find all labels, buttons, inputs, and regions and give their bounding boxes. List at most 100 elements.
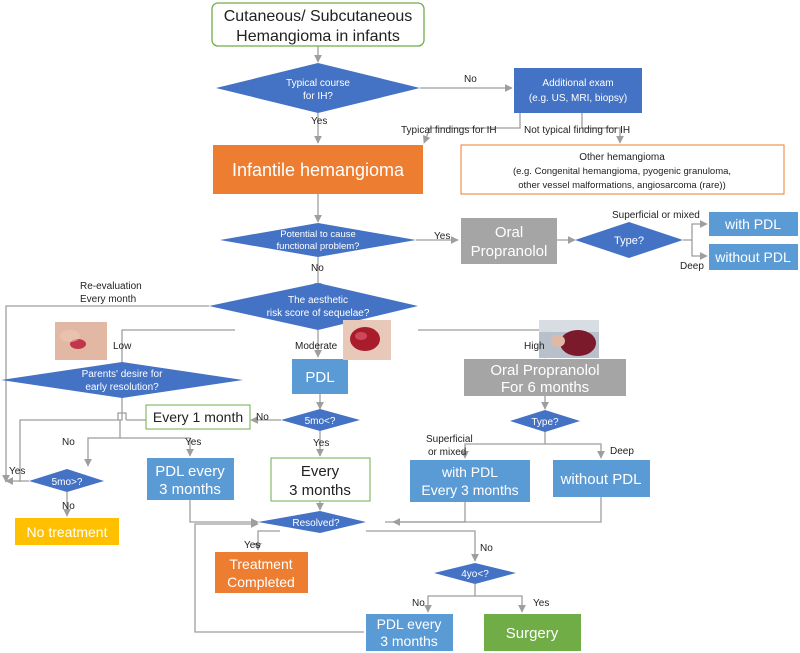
edge-label-yes-6: Yes [244,540,260,551]
edge-label-not-typical: Not typical finding for IH [524,125,630,136]
decision-5mo-lt-label: 5mo<? [305,416,336,427]
node-pdl-every-3-b: PDL every 3 months [366,614,453,651]
edge-label-superficial-mixed: Superficial or mixed [612,210,700,221]
edge-labels: No Yes Typical findings for IH Not typic… [9,74,704,609]
node-additional-exam: Additional exam (e.g. US, MRI, biopsy) [514,68,642,113]
node-every-3-months-line-1: Every [301,463,340,480]
node-every-3-months: Every 3 months [270,457,371,502]
node-without-pdl-1: without PDL [709,244,798,270]
decision-aesthetic-risk-line-1: The aesthetic [288,295,348,306]
edge-label-high: High [524,341,545,352]
edge-label-moderate: Moderate [295,341,338,352]
decision-aesthetic-risk-line-2: risk score of sequelae? [267,308,370,319]
decision-typical-course-line-1: Typical course [286,78,350,89]
edge-label-no-5: No [62,501,75,512]
edge-label-no-3: No [256,412,269,423]
node-treatment-completed-line-1: Treatment [229,556,292,572]
decision-parents-desire: Parents' desire for early resolution? [1,362,243,398]
node-start-line-2: Hemangioma in infants [236,28,400,45]
node-pdl-every-3-b-line-1: PDL every [377,616,442,632]
edge-label-no-2: No [311,263,324,274]
decision-resolved-label: Resolved? [292,518,340,529]
node-with-pdl-1: with PDL [709,212,798,236]
node-pdl-every-3-a-line-1: PDL every [155,463,225,480]
node-oral-propranolol-6: Oral Propranolol For 6 months [464,359,626,396]
decision-type-2-label: Type? [531,417,559,428]
node-oral-propranolol-1: Oral Propranolol [461,218,557,264]
node-pdl-every-3-b-line-2: 3 months [380,633,438,649]
node-start-line-1: Cutaneous/ Subcutaneous [224,8,413,25]
edge-label-no-6: No [480,543,493,554]
edge-label-yes-7: Yes [533,598,549,609]
connectors [2,46,708,633]
node-without-pdl-1-label: without PDL [714,249,791,265]
photo-lesion-moderate [343,320,391,360]
node-treatment-completed: Treatment Completed [215,552,308,593]
decision-type-1-label: Type? [614,235,644,247]
node-pdl-every-3-a-line-2: 3 months [159,481,221,498]
node-additional-exam-line-2: (e.g. US, MRI, biopsy) [529,93,627,104]
decision-functional-problem: Potential to cause functional problem? [220,223,416,257]
node-without-pdl-2: without PDL [553,460,650,497]
decision-resolved: Resolved? [258,511,366,533]
edge-label-yes-5: Yes [9,466,25,477]
decision-5mo-lt: 5mo<? [281,409,360,431]
node-other-hemangioma: Other hemangioma (e.g. Congenital hemang… [460,144,785,195]
edge-label-deep-2: Deep [610,446,634,457]
photo-lesion-low [55,322,107,360]
node-every-3-months-line-2: 3 months [289,482,351,499]
node-other-hemangioma-line-3: other vessel malformations, angiosarcoma… [518,180,726,191]
node-surgery: Surgery [484,614,581,651]
node-oral-propranolol-6-line-1: Oral Propranolol [490,362,599,379]
decision-4yo-label: 4yo<? [461,569,489,580]
node-pdl-moderate: PDL [292,359,348,394]
node-with-pdl-every-3-line-1: with PDL [441,464,498,480]
node-other-hemangioma-line-1: Other hemangioma [579,152,665,163]
decision-type-1: Type? [575,222,683,258]
edge-label-typical-findings: Typical findings for IH [401,125,497,136]
node-oral-propranolol-1-line-2: Propranolol [471,243,548,260]
edge-label-reevaluation-line-2: Every month [80,294,136,305]
edge-label-superficial-mixed-2-line-2: or mixed [428,447,466,458]
decision-functional-problem-line-2: functional problem? [277,241,360,252]
node-without-pdl-2-label: without PDL [560,471,642,488]
decision-5mo-gt: 5mo>? [29,469,104,492]
decision-functional-problem-line-1: Potential to cause [280,229,356,240]
photo-lesion-high [539,320,599,358]
node-additional-exam-line-1: Additional exam [542,78,613,89]
edge-label-low: Low [113,341,132,352]
edge-label-no-7: No [412,598,425,609]
node-oral-propranolol-1-line-1: Oral [495,224,523,241]
node-with-pdl-1-label: with PDL [724,216,781,232]
edge-label-yes-2: Yes [434,231,450,242]
decision-4yo: 4yo<? [434,563,516,584]
decision-type-2: Type? [510,410,580,432]
edge-label-yes-3: Yes [313,438,329,449]
node-infantile-hemangioma: Infantile hemangioma [213,145,423,194]
node-no-treatment-label: No treatment [27,524,108,540]
node-treatment-completed-line-2: Completed [227,574,295,590]
node-pdl-moderate-label: PDL [305,369,334,386]
edge-label-reevaluation-line-1: Re-evaluation [80,281,142,292]
node-every-1-month: Every 1 month [145,404,251,430]
edge-label-yes-4: Yes [185,437,201,448]
node-pdl-every-3-a: PDL every 3 months [147,458,234,500]
edge-label-superficial-mixed-2-line-1: Superficial [426,434,473,445]
node-other-hemangioma-line-2: (e.g. Congenital hemangioma, pyogenic gr… [513,166,731,177]
decision-typical-course: Typical course for IH? [216,63,420,113]
edge-label-deep-1: Deep [680,261,704,272]
edge-label-no-1: No [464,74,477,85]
node-start: Cutaneous/ Subcutaneous Hemangioma in in… [211,2,425,47]
decision-parents-desire-line-1: Parents' desire for [82,369,164,380]
decision-typical-course-line-2: for IH? [303,91,333,102]
node-every-1-month-label: Every 1 month [153,409,243,425]
node-infantile-hemangioma-label: Infantile hemangioma [232,160,405,180]
node-oral-propranolol-6-line-2: For 6 months [501,379,589,396]
decision-parents-desire-line-2: early resolution? [85,382,159,393]
edge-label-no-4: No [62,437,75,448]
node-with-pdl-every-3: with PDL Every 3 months [410,460,530,502]
decision-aesthetic-risk: The aesthetic risk score of sequelae? [209,283,418,330]
node-surgery-label: Surgery [506,625,559,642]
